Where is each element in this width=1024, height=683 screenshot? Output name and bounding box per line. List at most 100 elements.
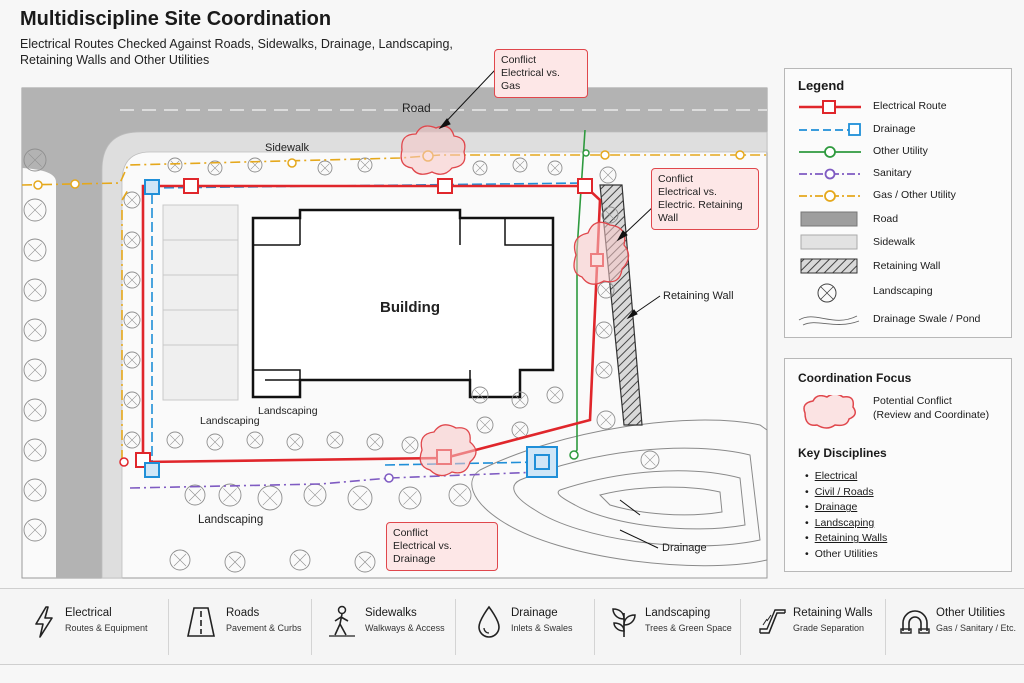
tree-icon <box>228 555 242 569</box>
discipline-bar: Electrical Routes & Equipment Roads Pave… <box>0 588 1024 665</box>
legend-landscaping: Landscaping <box>785 281 1013 303</box>
conflict-cloud-icon <box>803 395 856 429</box>
legend-electrical-route: Electrical Route <box>785 96 1013 118</box>
road-label: Road <box>402 101 431 115</box>
tree-icon <box>126 354 138 366</box>
tree-icon <box>600 414 612 426</box>
tree-icon <box>123 191 141 209</box>
legend-title: Legend <box>798 78 845 93</box>
leaf-icon <box>612 608 636 637</box>
coordination-focus-panel: Coordination Focus Potential Conflict (R… <box>784 358 1012 572</box>
legend-label: Gas / Other Utility <box>873 189 956 201</box>
tree-icon <box>23 478 47 502</box>
electrical-route-symbol <box>799 100 861 114</box>
callout-electrical-vs-gas: Conflict Electrical vs. Gas <box>494 49 588 98</box>
legend-retaining-wall: Retaining Wall <box>785 256 1013 278</box>
tree-icon <box>596 410 616 430</box>
callout-wall-text-2: Electric. Retaining Wall <box>658 199 743 224</box>
tree-icon <box>514 394 526 406</box>
tree-icon <box>246 431 264 449</box>
tree-icon <box>398 486 422 510</box>
tree-icon <box>644 454 656 466</box>
legend-label: Electrical Route <box>873 100 947 112</box>
retaining-wall-label: Retaining Wall <box>663 290 734 302</box>
discipline-name: Other Utilities <box>936 607 1006 619</box>
discipline-name: Sidewalks <box>365 607 417 619</box>
tree-icon <box>126 394 138 406</box>
tree-icon <box>169 434 181 446</box>
focus-conflict-note: (Review and Coordinate) <box>873 409 990 421</box>
tree-icon <box>595 361 613 379</box>
landscaping-label-2: Landscaping <box>258 405 318 417</box>
tree-icon <box>286 433 304 451</box>
callout-wall-heading: Conflict <box>658 173 694 185</box>
legend-other-utility: Other Utility <box>785 141 1013 163</box>
tree-icon <box>595 321 613 339</box>
list-item[interactable]: Electrical <box>805 469 887 485</box>
callout-wall-text-1: Electrical vs. <box>658 186 717 198</box>
tree-icon <box>173 553 187 567</box>
tree-icon <box>320 163 330 173</box>
tree-icon <box>514 424 526 436</box>
tree-icon <box>474 389 486 401</box>
callout-electrical-vs-wall: Conflict Electrical vs. Electric. Retain… <box>651 168 759 230</box>
divider <box>885 599 886 655</box>
tree-icon <box>167 157 183 173</box>
site-plan <box>21 69 768 579</box>
tree-icon <box>23 148 47 172</box>
tree-icon <box>515 160 525 170</box>
tree-icon <box>601 206 619 224</box>
tree-icon <box>360 160 370 170</box>
tree-icon <box>23 238 47 262</box>
list-item[interactable]: Landscaping <box>805 516 887 532</box>
list-item[interactable]: Drainage <box>805 500 887 516</box>
drainage-symbol <box>799 123 861 136</box>
tree-icon <box>166 431 184 449</box>
divider <box>740 599 741 655</box>
tree-icon <box>223 488 237 502</box>
tree-icon <box>308 488 322 502</box>
road-icon <box>187 607 215 637</box>
legend-label: Landscaping <box>873 285 933 297</box>
tree-icon <box>28 443 42 457</box>
tree-icon <box>599 166 617 184</box>
legend-label: Drainage <box>873 123 916 135</box>
tree-icon <box>817 283 837 303</box>
utility-nodes <box>119 149 590 483</box>
discipline-name: Drainage <box>511 607 558 619</box>
landscaping-label-1: Landscaping <box>200 415 260 427</box>
tree-icon <box>289 549 311 571</box>
discipline-sub: Walkways & Access <box>365 623 445 633</box>
leader-arrows <box>438 69 661 549</box>
legend-label: Other Utility <box>873 145 928 157</box>
tree-icon <box>184 484 206 506</box>
divider <box>311 599 312 655</box>
list-item[interactable]: Retaining Walls <box>805 531 888 547</box>
tree-icon <box>602 169 614 181</box>
tree-icon <box>209 436 221 448</box>
tree-icon <box>357 157 373 173</box>
road-swatch <box>800 211 858 227</box>
building-walls <box>253 218 553 381</box>
sidewalk-label: Sidewalk <box>265 142 310 154</box>
tree-icon <box>170 160 180 170</box>
building-label: Building <box>380 299 440 316</box>
tree-icon <box>28 483 42 497</box>
landscaping-trees <box>23 148 660 573</box>
tree-icon <box>366 433 384 451</box>
tree-icon <box>403 491 417 505</box>
discipline-sub: Trees & Green Space <box>645 623 732 633</box>
tree-icon <box>598 364 610 376</box>
sanitary-symbol <box>799 168 861 180</box>
tree-icon <box>547 160 563 176</box>
tree-icon <box>28 153 42 167</box>
water-drop-icon <box>478 605 500 638</box>
gas-line-west <box>121 189 129 460</box>
tree-icon <box>206 433 224 451</box>
discipline-name: Electrical <box>65 607 112 619</box>
pipe-icon <box>900 610 930 634</box>
drainage-pond <box>471 419 768 567</box>
list-item[interactable]: Civil / Roads <box>805 485 887 501</box>
tree-icon <box>640 450 660 470</box>
tree-icon <box>23 278 47 302</box>
